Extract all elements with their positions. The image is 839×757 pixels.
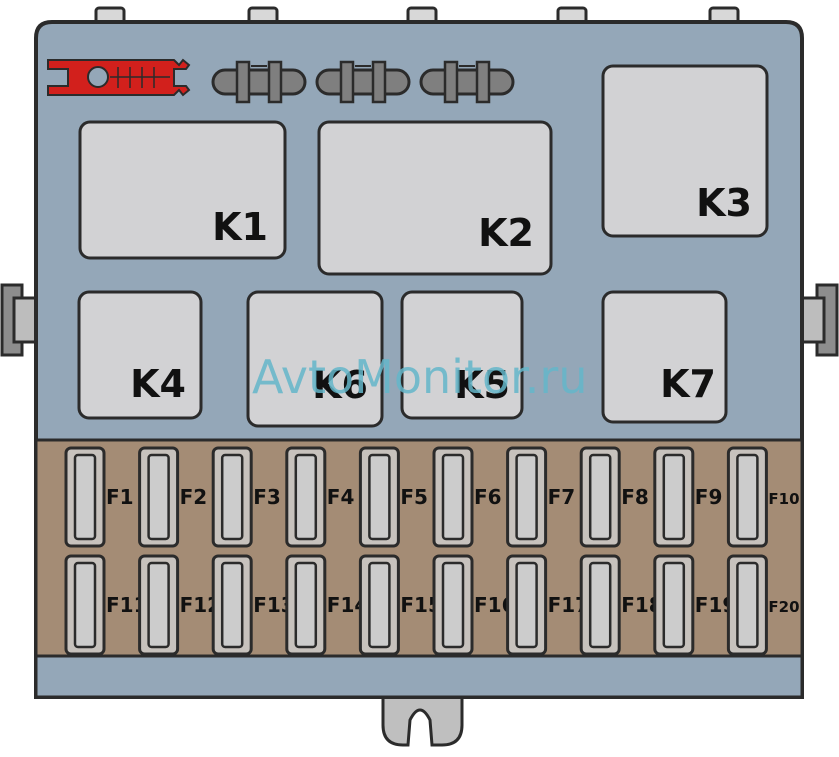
relay-k6-label: K6 <box>312 363 368 407</box>
fuse-f15[interactable]: F15 <box>358 554 442 656</box>
fuse-f20-label: F20 <box>768 598 799 616</box>
relay-k7: K7 <box>601 290 728 424</box>
spare-fuse-icon <box>419 60 515 104</box>
fuse-f18[interactable]: F18 <box>579 554 663 656</box>
relay-k3: K3 <box>601 64 769 238</box>
relay-k3-label: K3 <box>696 181 752 225</box>
relay-k6: K6 <box>246 290 384 428</box>
fuse-puller-icon <box>47 58 191 97</box>
relay-k1: K1 <box>78 120 287 260</box>
relay-k2: K2 <box>317 120 553 276</box>
spare-fuse-icon <box>315 60 411 104</box>
fuse-f10[interactable]: F10 <box>726 446 800 548</box>
right-side-tab <box>798 283 839 357</box>
fuse-f16[interactable]: F16 <box>432 554 516 656</box>
fuse-f2-label: F2 <box>180 485 208 509</box>
watermark: AvtoMonitor.ru <box>252 350 588 404</box>
relay-k4-label: K4 <box>130 362 186 406</box>
left-side-tab <box>0 283 40 357</box>
fuse-f20[interactable]: F20 <box>726 554 800 656</box>
spare-fuses <box>211 60 515 104</box>
relay-k5: K5 <box>400 290 524 420</box>
fuse-f4[interactable]: F4 <box>285 446 355 548</box>
relay-k7-label: K7 <box>660 362 716 406</box>
spare-fuse-icon <box>211 60 307 104</box>
relay-k1-label: K1 <box>212 205 268 249</box>
fuse-f3[interactable]: F3 <box>211 446 281 548</box>
relays: K1 K2 K3 K4 K6 K5 K7 <box>77 64 769 428</box>
fuse-f5[interactable]: F5 <box>358 446 428 548</box>
fuse-f5-label: F5 <box>400 485 428 509</box>
fuse-f6-label: F6 <box>474 485 502 509</box>
fuse-f1[interactable]: F1 <box>64 446 134 548</box>
fuse-f2[interactable]: F2 <box>138 446 208 548</box>
fuse-f10-label: F10 <box>768 490 799 508</box>
fuse-f19[interactable]: F19 <box>653 554 737 656</box>
fuse-f4-label: F4 <box>327 485 355 509</box>
fuse-f12[interactable]: F12 <box>138 554 222 656</box>
fuse-f1-label: F1 <box>106 485 134 509</box>
fuse-f7[interactable]: F7 <box>506 446 576 548</box>
fuse-f8-label: F8 <box>621 485 649 509</box>
fuse-f7-label: F7 <box>548 485 576 509</box>
fuse-f9-label: F9 <box>695 485 723 509</box>
fuse-f14[interactable]: F14 <box>285 554 369 656</box>
fuse-f6[interactable]: F6 <box>432 446 502 548</box>
bottom-strip <box>34 654 804 699</box>
bottom-latch <box>381 688 464 747</box>
relay-k4: K4 <box>77 290 203 420</box>
relay-k5-label: K5 <box>454 363 510 407</box>
relay-k2-label: K2 <box>478 211 534 255</box>
fuse-f9[interactable]: F9 <box>653 446 723 548</box>
fuse-f3-label: F3 <box>253 485 281 509</box>
fuse-f13[interactable]: F13 <box>211 554 295 656</box>
fuse-f8[interactable]: F8 <box>579 446 649 548</box>
